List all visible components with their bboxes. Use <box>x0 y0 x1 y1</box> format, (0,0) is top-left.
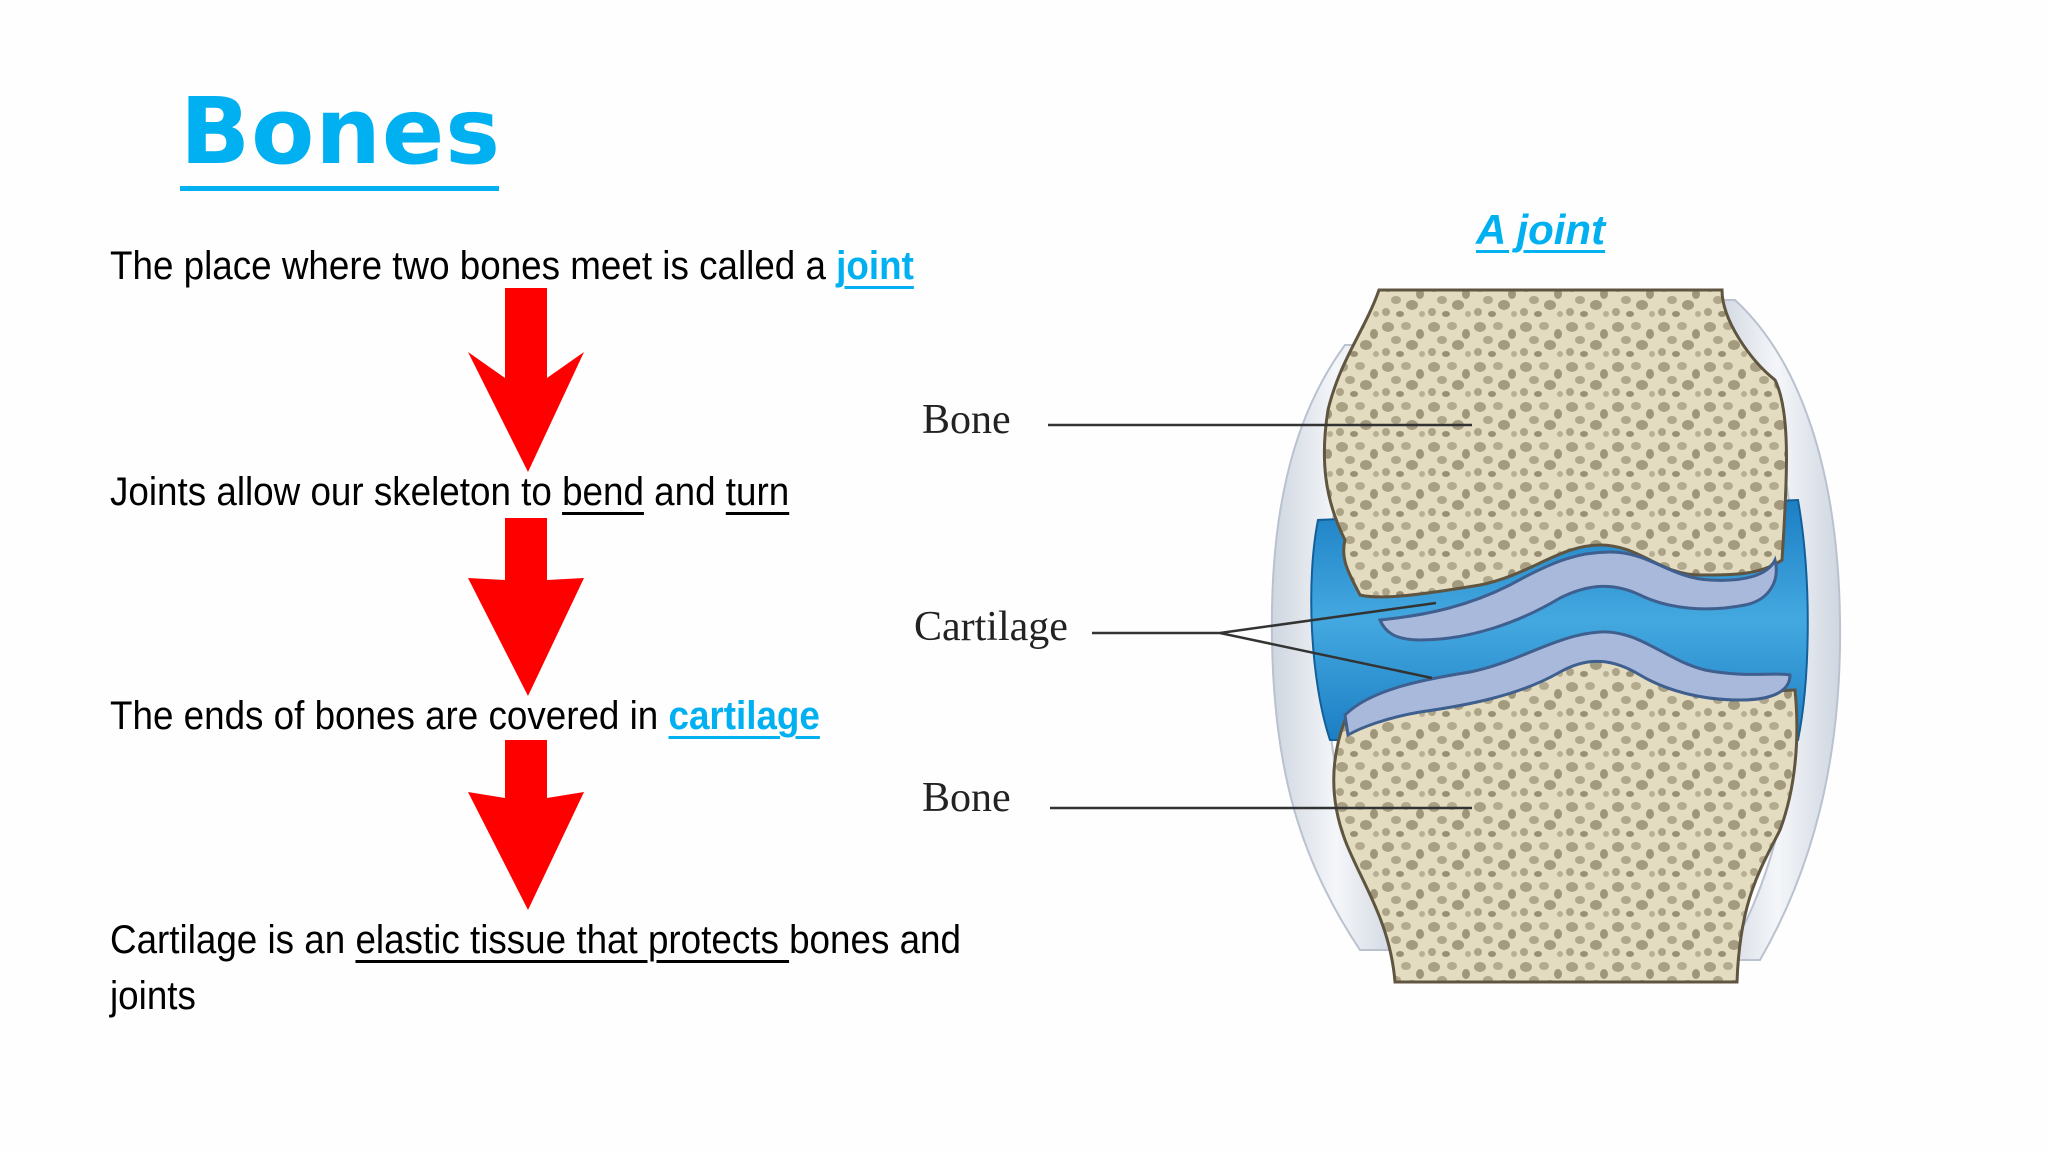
underlined-turn: turn <box>725 470 790 514</box>
upper-bone <box>1322 288 1788 599</box>
statement-joint-definition: The place where two bones meet is called… <box>110 238 914 294</box>
label-cartilage: Cartilage <box>914 604 1068 650</box>
statement-cartilage-function: Cartilage is an elastic tissue that prot… <box>110 912 961 968</box>
lower-cartilage <box>1343 630 1792 738</box>
statement-text: and <box>643 470 726 514</box>
slide-title: Bones <box>180 78 501 185</box>
statement-text: Cartilage is an <box>110 918 356 962</box>
down-arrow-icon <box>468 740 584 910</box>
label-lower-bone: Bone <box>922 775 1011 821</box>
keyword-cartilage-link[interactable]: cartilage <box>668 694 820 738</box>
statement-cartilage-covering: The ends of bones are covered in cartila… <box>110 688 820 744</box>
label-upper-bone: Bone <box>922 397 1011 443</box>
statement-joints-movement: Joints allow our skeleton to bend and tu… <box>110 464 789 520</box>
diagram-caption[interactable]: A joint <box>1476 206 1606 253</box>
statement-text: Joints allow our skeleton to <box>110 470 563 514</box>
underlined-elastic-tissue: elastic tissue that protects <box>355 918 790 962</box>
title-underline <box>180 186 499 191</box>
down-arrow-icon <box>468 518 584 696</box>
underlined-bend: bend <box>562 470 644 514</box>
upper-cartilage <box>1377 550 1778 642</box>
statement-text: bones and <box>789 918 961 962</box>
statement-cartilage-function-line2: joints <box>110 974 196 1018</box>
down-arrow-icon <box>468 288 584 472</box>
statement-text: The place where two bones meet is called… <box>110 244 837 288</box>
cartilage-leader-line-branch <box>1219 631 1433 680</box>
keyword-joint-link[interactable]: joint <box>836 244 914 288</box>
statement-text: The ends of bones are covered in <box>110 694 669 738</box>
